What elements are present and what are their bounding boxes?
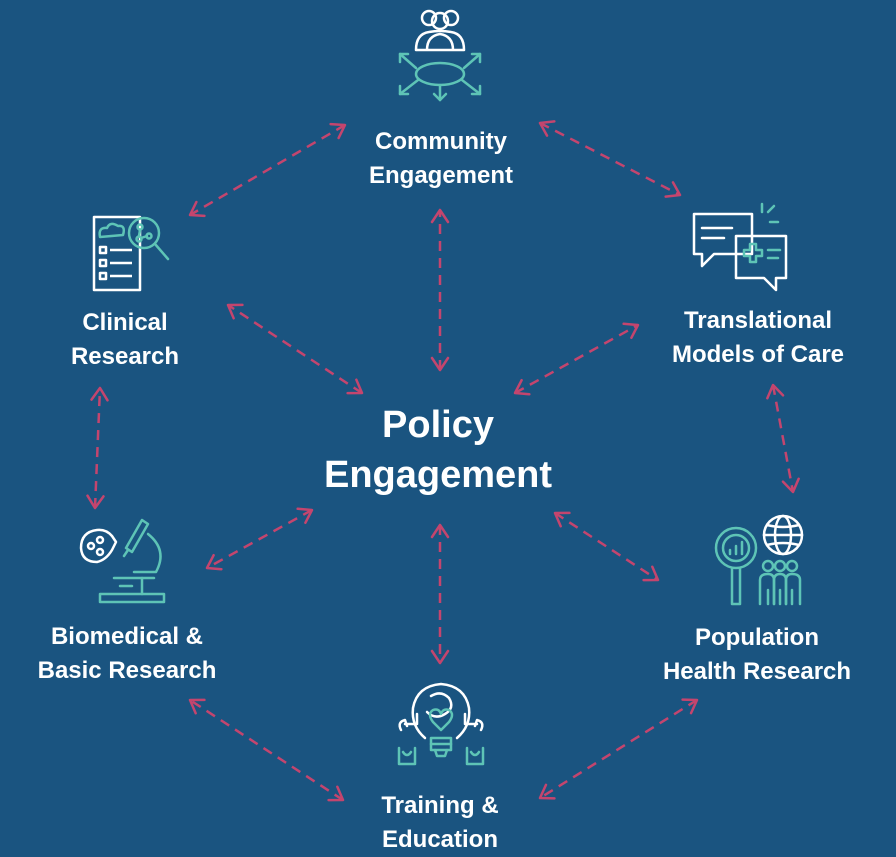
training-line2: Education [381,826,498,853]
node-label-training: Training & Education [381,789,498,857]
arrow-community-clinical [188,122,347,218]
center-line1: Policy [382,404,494,446]
population-line1: Population [695,624,819,651]
biomedical-line1: Biomedical & [50,623,204,650]
arrow-biomedical-clinical [86,386,109,510]
biomedical-line2: Basic Research [37,657,217,684]
clinical-checklist-icon [92,215,170,292]
clinical-line2: Research [70,343,180,370]
community-line1: Community [375,128,507,155]
clinical-line1: Clinical [82,309,168,336]
lightbulb-puzzle-icon [397,682,485,766]
arrow-translational-population [766,383,800,494]
center-line2: Engagement [323,454,553,496]
translational-line1: Translational [683,307,833,334]
population-globe-icon [714,514,804,606]
chat-medical-icon [692,202,788,292]
node-label-clinical: Clinical Research [71,306,179,374]
training-line1: Training & [381,792,499,819]
population-line2: Health Research [662,658,852,685]
node-label-population: Population Health Research [663,621,851,689]
arrow-community-translational [538,120,682,198]
node-label-translational: Translational Models of Care [672,304,844,372]
node-label-community: Community Engagement [369,125,513,193]
microscope-icon [79,518,166,604]
center-label: Policy Engagement [324,400,552,500]
arrow-center-translational [513,322,640,396]
arrow-training-biomedical [188,698,345,802]
arrow-center-biomedical [205,507,314,571]
arrow-center-population [553,511,660,582]
arrow-population-training [538,698,699,800]
community-line2: Engagement [368,162,514,189]
node-label-biomedical: Biomedical & Basic Research [38,620,217,688]
community-icon [398,9,482,102]
translational-line2: Models of Care [671,341,845,368]
arrow-center-clinical [226,303,364,395]
